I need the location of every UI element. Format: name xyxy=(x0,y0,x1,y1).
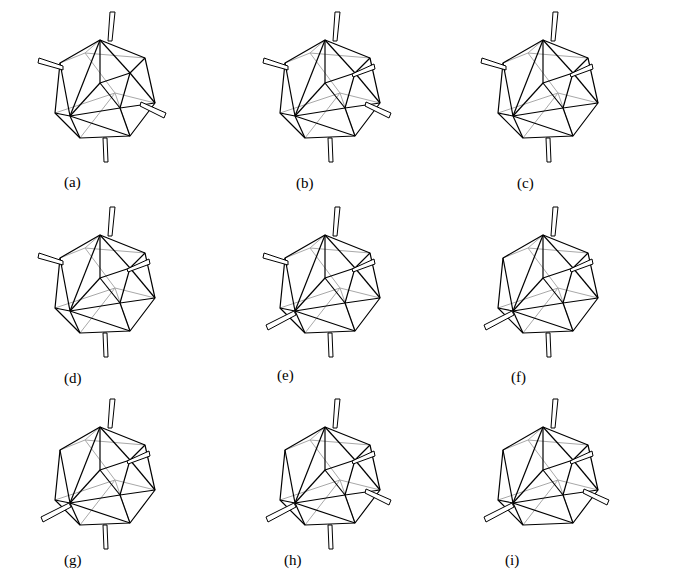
panel-label: (a) xyxy=(64,175,81,190)
panel-label: (f) xyxy=(511,370,526,385)
polyhedron xyxy=(263,207,380,357)
polyhedron xyxy=(41,399,155,549)
panel-label: (b) xyxy=(296,176,314,191)
polyhedron xyxy=(484,399,609,525)
polyhedron xyxy=(38,207,155,357)
polyhedron xyxy=(481,12,598,162)
panel-label: (c) xyxy=(517,176,534,191)
polyhedron xyxy=(266,399,391,549)
polyhedron xyxy=(38,12,166,162)
polyhedron xyxy=(263,12,391,162)
panel-label: (d) xyxy=(64,371,82,386)
panel-label: (e) xyxy=(277,368,294,383)
panel-label: (g) xyxy=(64,553,82,568)
panel-label: (h) xyxy=(284,553,302,568)
polyhedron xyxy=(484,207,598,357)
panel-label: (i) xyxy=(505,553,519,568)
